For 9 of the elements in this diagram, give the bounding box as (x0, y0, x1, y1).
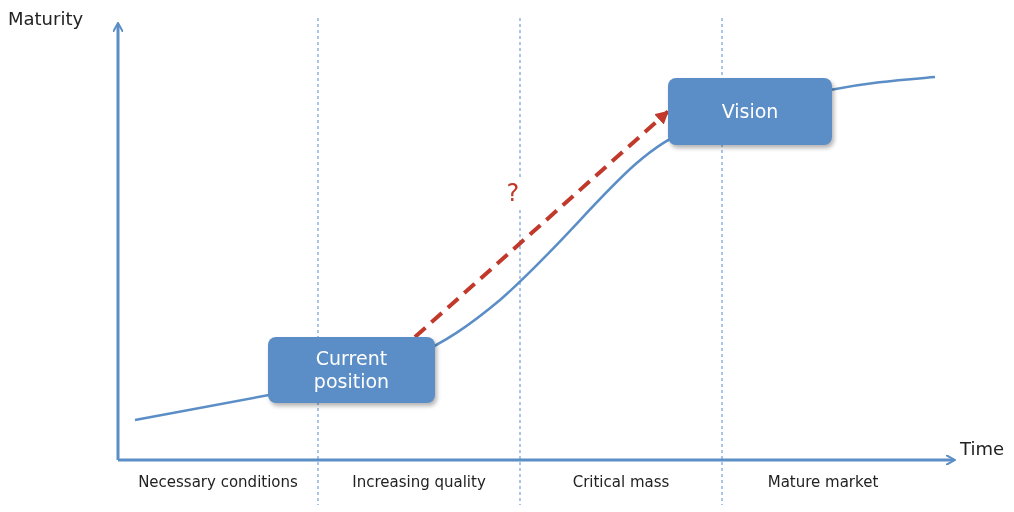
phase-label: Critical mass (571, 474, 671, 491)
phase-label: Mature market (766, 474, 880, 491)
arrow (413, 110, 670, 339)
stage-box: Vision (668, 78, 832, 145)
phase-label: Increasing quality (351, 474, 487, 491)
stage-box: Current position (268, 337, 435, 403)
axis-title: Maturity (8, 10, 84, 27)
axis-title: Time (960, 440, 1005, 457)
phase-label: Necessary conditions (137, 474, 299, 491)
